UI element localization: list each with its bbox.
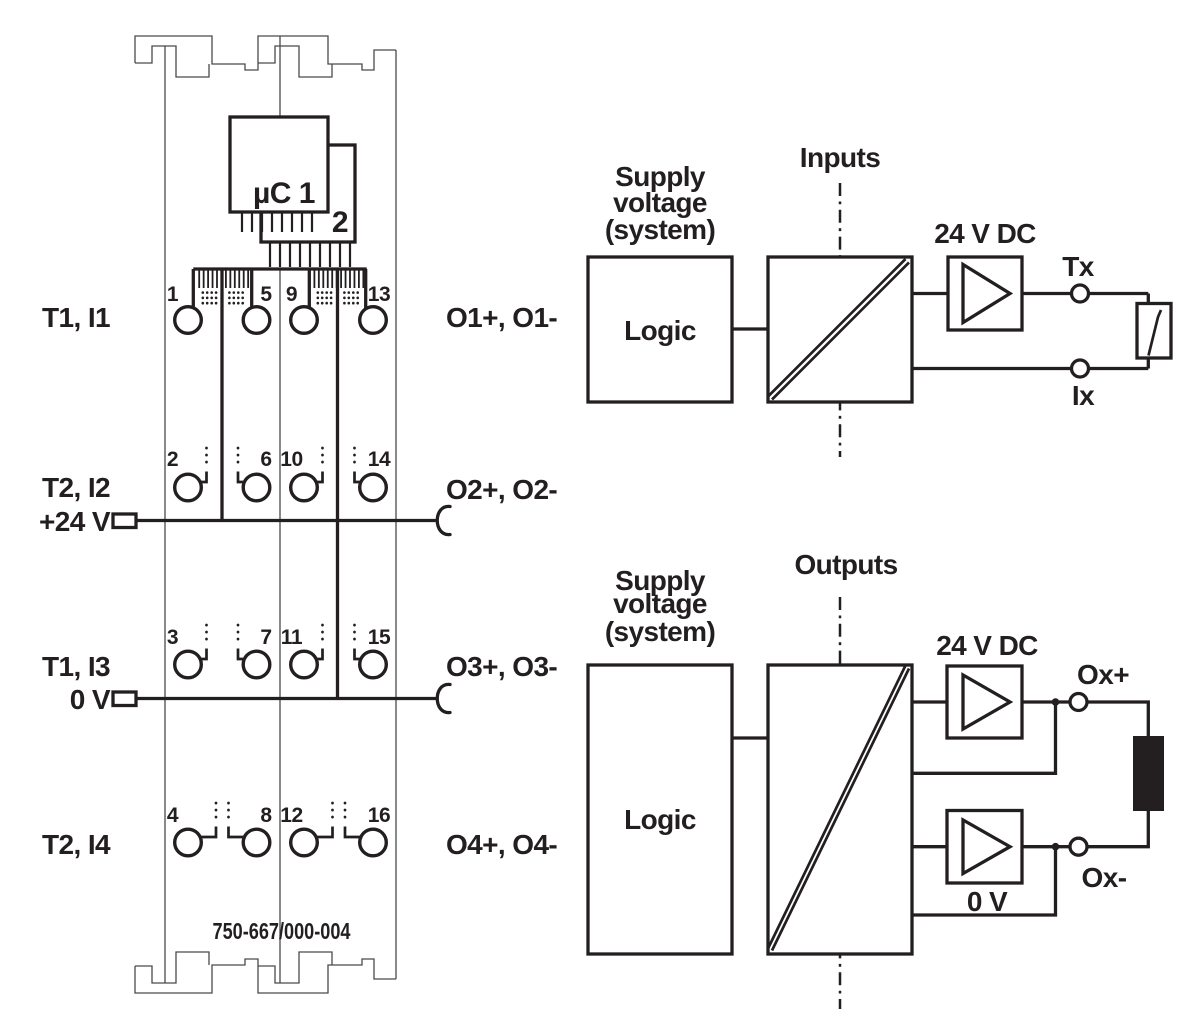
ox-plus-label: Ox+	[1077, 659, 1129, 690]
inputs-section-label: Inputs	[800, 142, 880, 173]
label-row4-left: T2, I4	[42, 829, 111, 860]
amplifier-icon	[961, 817, 1014, 877]
uc2-pins	[268, 242, 352, 267]
uc1-label: µC 1	[253, 177, 315, 210]
terminal-number: 12	[280, 804, 303, 827]
terminal-numbers: 1 5 9 13 2 6 10 14 3 7 11 15 4 8 12 16	[167, 283, 392, 827]
rail-0v	[111, 682, 452, 715]
feedback-top	[912, 702, 1058, 775]
terminal-number: 9	[286, 283, 297, 306]
feedback-bottom	[912, 846, 1058, 917]
label-o3: O3+, O3-	[446, 651, 557, 682]
terminal-number: 3	[167, 626, 178, 649]
contact-bus	[191, 267, 368, 699]
uc-block-1	[228, 115, 330, 214]
ix-terminal-icon	[1069, 358, 1091, 379]
input-supply-line2: voltage	[613, 187, 707, 218]
terminal-number: 16	[368, 804, 391, 827]
output-supply-line3: (system)	[605, 616, 715, 647]
label-row2-left: T2, I2	[42, 472, 110, 503]
input-logic-label: Logic	[624, 315, 696, 346]
label-0v: 0 V	[70, 684, 111, 715]
housing-bottom-hook-left	[135, 951, 210, 984]
label-o2: O2+, O2-	[446, 474, 557, 505]
label-o1: O1+, O1-	[446, 302, 557, 333]
amplifier-icon	[961, 672, 1014, 732]
sensor-box	[1135, 301, 1173, 360]
ix-label: Ix	[1072, 380, 1095, 411]
module-left-labels: T1, I1 T2, I2 +24 V T1, I3 0 V T2, I4	[39, 302, 112, 860]
module-right-labels: O1+, O1- O2+, O2- O3+, O3- O4+, O4-	[446, 302, 558, 860]
load-icon	[1133, 736, 1164, 811]
terminal-number: 7	[260, 626, 271, 649]
amplifier-icon	[961, 261, 1014, 326]
terminal-number: 1	[167, 283, 179, 306]
bus-dot-grid	[201, 291, 360, 305]
tx-terminal-icon	[1069, 283, 1091, 304]
rail-24v	[111, 504, 452, 537]
uc1-pins	[240, 212, 314, 232]
terminal-number: 13	[368, 283, 391, 306]
microcontroller-blocks: µC 1 2	[228, 115, 357, 267]
contact-hooks-row3	[199, 623, 362, 661]
sensor-element-icon	[1147, 309, 1163, 356]
terminal-number: 2	[167, 448, 178, 471]
tx-label: Tx	[1062, 251, 1095, 282]
output-driver-top-label: 24 V DC	[936, 630, 1038, 661]
module-part-number: 750-667/000-004	[213, 918, 351, 944]
label-o4: O4+, O4-	[446, 829, 557, 860]
socket-0v-icon	[435, 682, 452, 715]
output-supply-line1: Supply	[615, 565, 706, 596]
terminal-number: 8	[260, 804, 272, 827]
input-driver-label: 24 V DC	[934, 218, 1036, 249]
housing-top-hook-left	[135, 45, 210, 78]
output-supply-line2: voltage	[613, 588, 707, 619]
contact-hooks-row4	[200, 801, 363, 839]
terminal-number: 15	[368, 626, 391, 649]
input-supply-line1: Supply	[615, 161, 706, 192]
output-logic-box	[586, 663, 734, 956]
terminal-number: 6	[260, 448, 271, 471]
label-24v: +24 V	[39, 506, 111, 537]
ox-plus-terminal-icon	[1068, 691, 1089, 713]
ox-minus-label: Ox-	[1082, 862, 1127, 893]
contact-hooks-row2	[199, 446, 362, 484]
module-housing-outline	[134, 35, 397, 994]
outputs-section-label: Outputs	[794, 549, 897, 580]
housing-top-profile	[134, 35, 396, 71]
terminal-number: 14	[368, 448, 391, 471]
output-driver-bottom-label: 0 V	[967, 886, 1008, 917]
input-diagram: Supply voltage (system) Inputs Logic 24 …	[586, 142, 1173, 457]
input-supply-line3: (system)	[605, 214, 715, 245]
uc2-label: 2	[332, 206, 348, 239]
terminal-contacts	[172, 305, 389, 858]
plug-24v-icon	[111, 512, 138, 530]
plug-0v-icon	[111, 690, 138, 708]
output-diagram: Supply voltage (system) Outputs Logic 24…	[586, 549, 1164, 1009]
output-logic-label: Logic	[624, 804, 696, 835]
terminal-leads	[191, 269, 368, 309]
terminal-number: 10	[280, 448, 303, 471]
socket-24v-icon	[435, 504, 452, 537]
terminal-number: 11	[281, 626, 303, 649]
label-row1-left: T1, I1	[42, 302, 110, 333]
housing-bottom-profile	[134, 958, 396, 994]
ox-minus-terminal-icon	[1068, 836, 1089, 857]
terminal-number: 5	[260, 283, 272, 306]
label-row3-left: T1, I3	[42, 651, 110, 682]
housing-top-hook-right	[258, 45, 333, 78]
terminal-number: 4	[167, 804, 179, 827]
housing-bottom-hook-right	[258, 951, 333, 984]
